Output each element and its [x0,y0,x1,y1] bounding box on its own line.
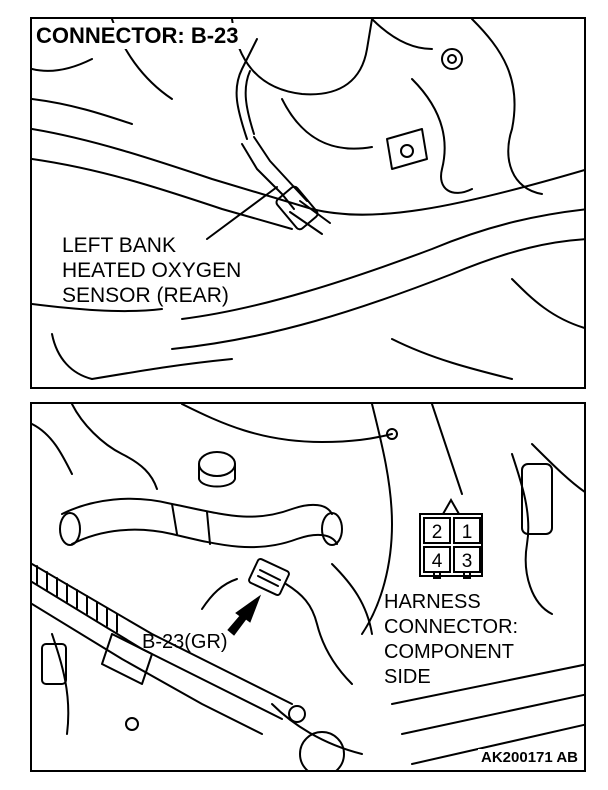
sensor-label-line: LEFT BANK [62,234,176,257]
connector-callout: B-23(GR) [142,631,228,653]
harness-label-line: COMPONENT [384,641,514,663]
sensor-label: LEFT BANK HEATED OXYGEN SENSOR (REAR) [62,233,241,308]
sensor-label-line: HEATED OXYGEN [62,259,242,282]
engine-bay-drawing: 2 1 4 3 [32,404,584,770]
bottom-illustration-panel: 2 1 4 3 B-23(GR) HARNESS CONNECTOR: COMP… [30,402,586,772]
pin-3-label: 3 [462,551,473,572]
connector-pin-diagram: 2 1 4 3 [419,497,483,579]
pointer-arrow [227,594,262,636]
harness-label-line: CONNECTOR: [384,616,519,638]
sensor-label-line: SENSOR (REAR) [62,284,229,307]
harness-label: HARNESS CONNECTOR: COMPONENT SIDE [384,590,518,690]
harness-label-line: SIDE [384,666,431,688]
pin-4-label: 4 [432,551,443,572]
engine-underside-drawing [32,19,584,380]
top-illustration-panel: CONNECTOR: B-23 LEFT BANK HEATED OXYGEN … [30,17,586,389]
pin-2-label: 2 [432,522,443,543]
harness-label-line: HARNESS [384,591,481,613]
connector-title: CONNECTOR: B-23 [36,23,243,49]
pin-1-label: 1 [462,522,473,543]
figure-code: AK200171 AB [478,749,578,766]
